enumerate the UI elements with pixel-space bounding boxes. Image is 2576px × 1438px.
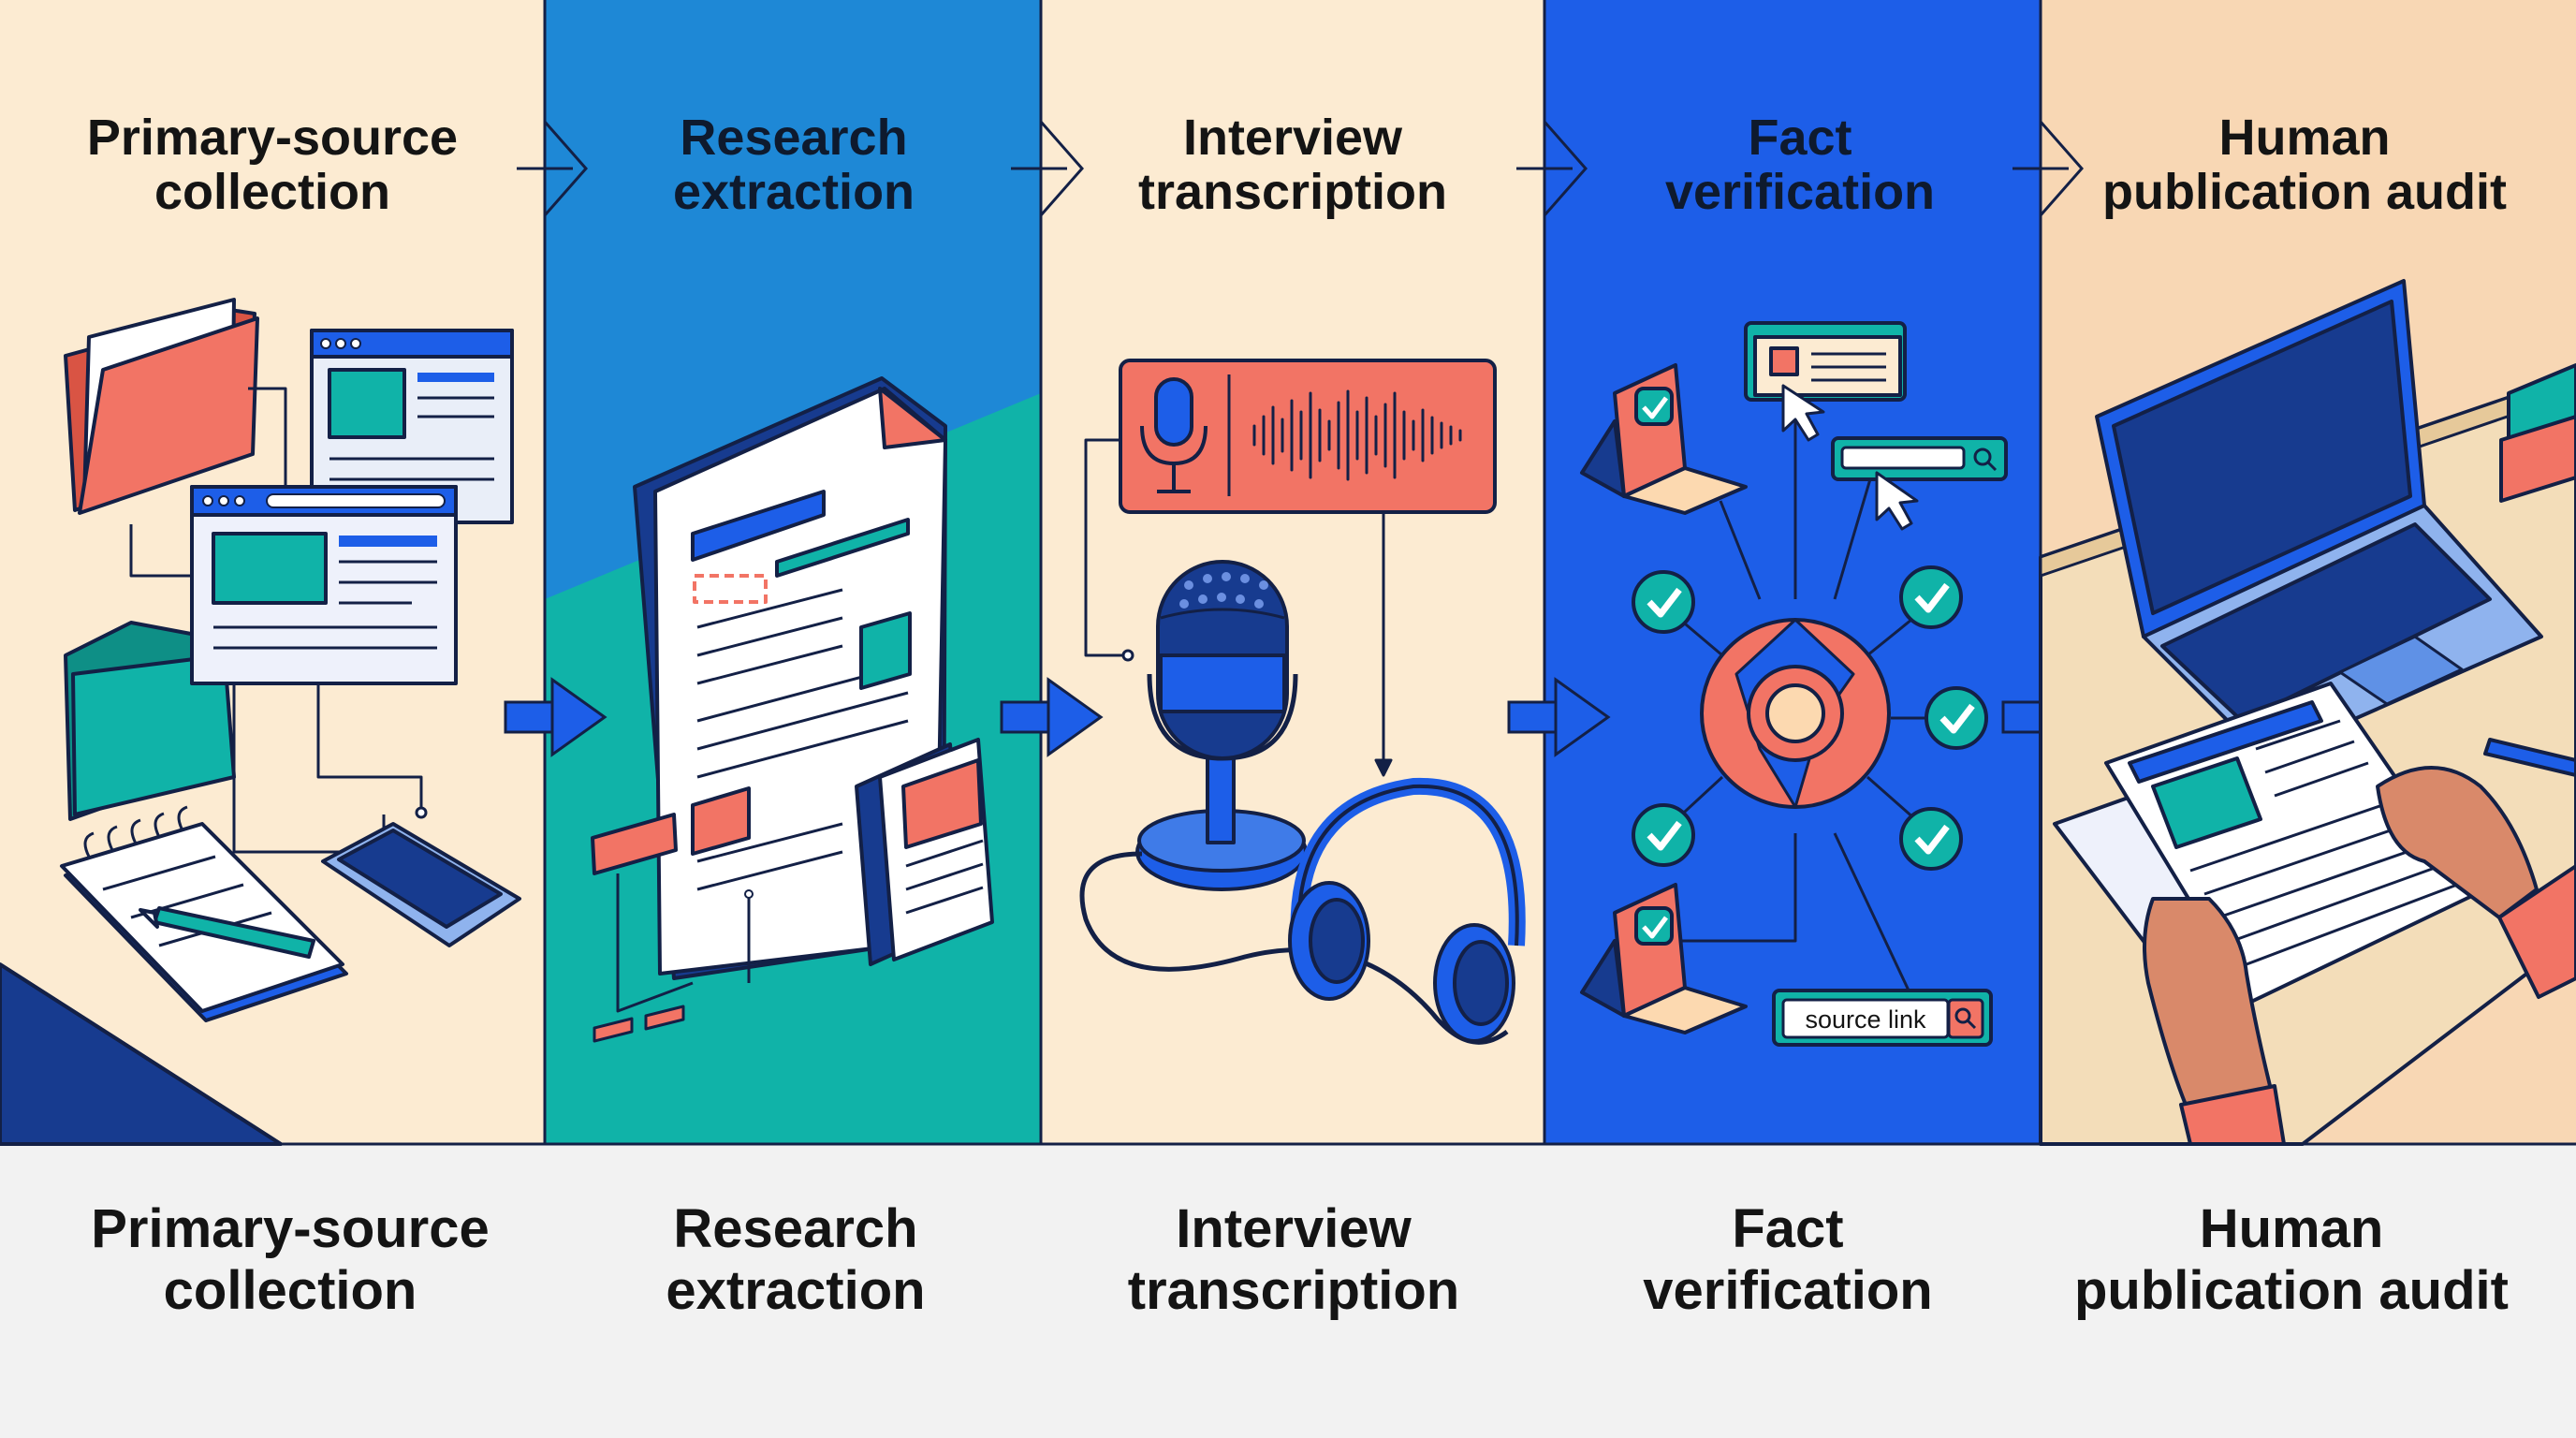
panel-4-illustration: source link [1580,321,2008,1047]
caption-interview-transcription: Interview transcription [1041,1198,1546,1322]
caption-line: verification [1643,1260,1933,1321]
panel-title-line: Primary-source [86,110,459,166]
panel-title-line: extraction [672,164,915,220]
panel-title-line: Interview [1182,110,1403,166]
source-link-text: source link [1805,1005,1926,1034]
microphone-cable [1079,851,1509,1045]
source-card-icon [1744,321,1907,442]
caption-line: Human [2199,1198,2384,1259]
panel-1-illustration [0,298,521,1146]
caption-line: Primary-source [91,1198,490,1259]
panel-5-illustration [2039,279,2576,1146]
search-bar-icon [1831,436,2008,531]
target-hub [1700,618,1891,809]
waveform [1252,389,1462,481]
caption-line: extraction [666,1260,926,1321]
panel-title-primary-source-collection: Primary-source collection [20,110,525,219]
panel-title-human-publication-audit: Human publication audit [2052,110,2557,219]
panel-title-line: collection [154,164,391,220]
title-connector-arrows [517,121,2084,216]
extraction-callouts [591,813,754,1043]
panel-title-interview-transcription: Interview transcription [1040,110,1545,219]
hands-icon [2143,766,2576,1146]
panel-title-line: transcription [1137,164,1448,220]
smartphone-icon [321,822,521,947]
studio-microphone-icon [1135,560,1308,891]
verified-tag-top [1580,363,1748,515]
caption-fact-verification: Fact verification [1535,1198,2041,1322]
caption-line: Interview [1176,1198,1412,1259]
panel-title-line: Research [680,110,908,166]
laptop-icon [2095,279,2543,760]
folder-icon-red [64,298,259,515]
panel-title-line: Fact [1748,110,1852,166]
panel-title-research-extraction: Research extraction [541,110,1046,219]
caption-research-extraction: Research extraction [543,1198,1048,1322]
flow-arrow-3 [1507,677,1611,757]
source-link-chip[interactable]: source link [1772,989,1993,1047]
book-stack [2499,363,2576,503]
caption-line: transcription [1127,1260,1460,1321]
extracted-card-stack [855,738,994,966]
caption-line: collection [163,1260,417,1321]
panel-title-line: publication audit [2102,164,2507,220]
panel-title-line: Human [2218,110,2391,166]
panel-3-illustration [1079,359,1526,1045]
pen-icon [139,906,315,959]
printed-article [2053,682,2478,1004]
pencil-icon [2483,738,2576,777]
panel-title-line: verification [1664,164,1936,220]
folder-icon-teal [64,621,236,821]
microphone-icon-small [1140,377,1208,493]
headphones-icon [1288,777,1526,1043]
check-circles [1632,565,1988,871]
caption-line: publication audit [2074,1260,2509,1321]
notebook-icon [60,805,348,1022]
caption-line: Fact [1732,1198,1844,1259]
caption-line: Research [673,1198,918,1259]
caption-primary-source-collection: Primary-source collection [37,1198,543,1322]
verified-tag-bottom [1580,883,1748,1034]
caption-human-publication-audit: Human publication audit [2039,1198,2544,1322]
panel-2-illustration [591,376,994,1043]
browser-window-front [190,485,458,685]
flow-arrow-2 [1000,677,1104,757]
audio-waveform-card [1119,359,1497,514]
panel-title-fact-verification: Fact verification [1547,110,2053,219]
audio-connectors [1084,438,1393,777]
search-icon [1954,1007,1971,1024]
flow-arrow-1 [504,677,607,757]
